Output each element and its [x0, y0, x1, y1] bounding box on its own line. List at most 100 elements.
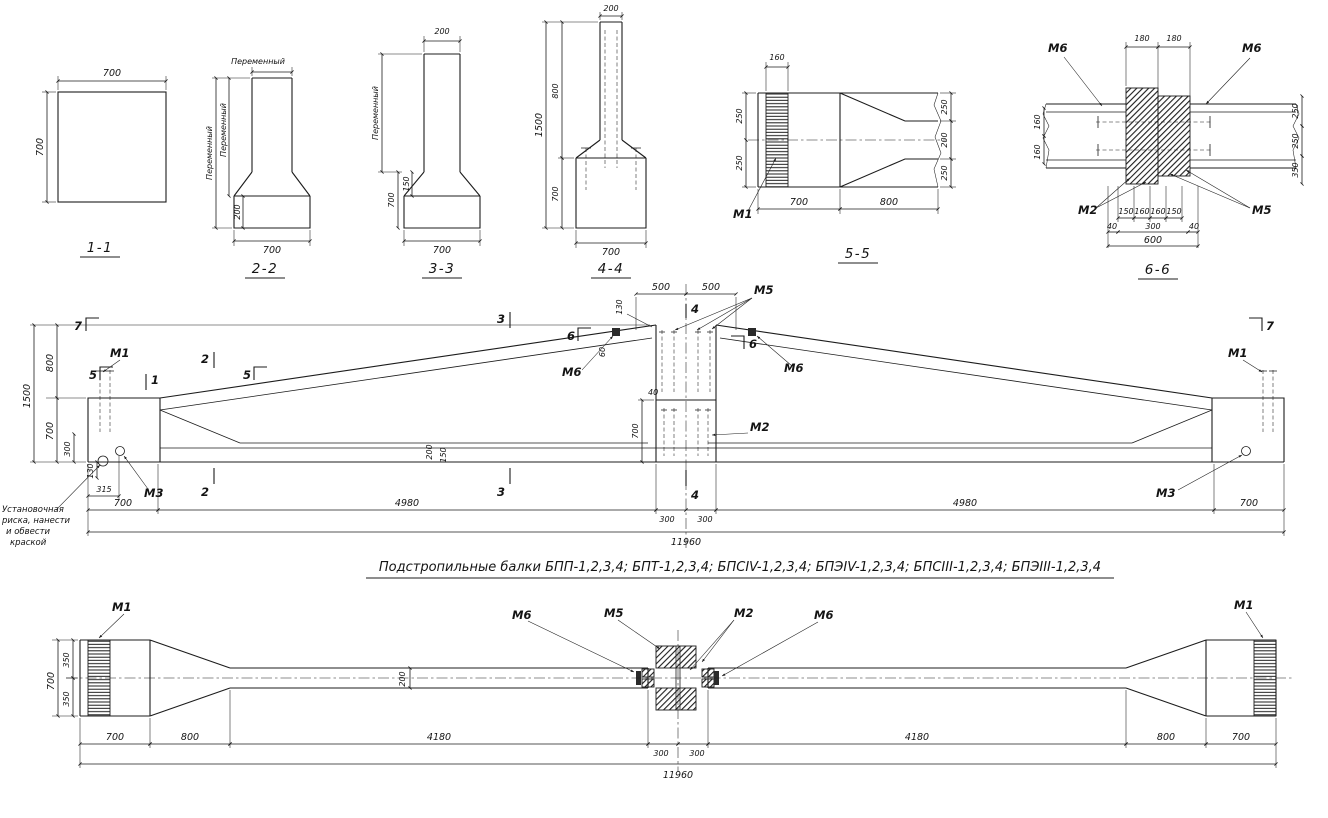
- sec2-left-inner: Переменный: [219, 103, 228, 157]
- elev-dim-500r: 500: [702, 282, 720, 293]
- plan-dim-b800l: 800: [181, 732, 199, 743]
- elev-cut7-right: 7: [1266, 319, 1274, 333]
- plan-joint-bolt: [701, 678, 715, 688]
- plan-dim-b700l: 700: [106, 732, 124, 743]
- sec6-dim-g3: 40: [1189, 222, 1199, 231]
- elev-m2-label: М2: [750, 420, 769, 434]
- sec4-dim-top: 200: [603, 4, 618, 13]
- elev-dim-b300r: 300: [697, 515, 712, 524]
- plan-dim-700: 700: [46, 672, 57, 690]
- plan-dim-b4180l: 4180: [427, 732, 451, 743]
- elev-m3-left-anchor: [115, 446, 125, 456]
- plan-dim-350a: 350: [62, 652, 71, 667]
- elev-m3-right-anchor: [1241, 446, 1251, 456]
- elev-dim-tip130: 130: [615, 299, 624, 314]
- sec6-m6-right-label: М6: [1242, 41, 1261, 55]
- sec4-dim-upper: 800: [551, 83, 560, 98]
- elev-dim-joint700: 700: [631, 423, 640, 438]
- sec1-caption: 1-1: [87, 240, 114, 256]
- sec6-dim-sp4: 150: [1166, 207, 1181, 216]
- sec2-foot-dim: 200: [233, 204, 242, 219]
- sec4-profile: [575, 21, 647, 229]
- section-4-4: 200 1500 800 700 700 4-4: [534, 4, 648, 279]
- sec6-break-right: [1292, 103, 1300, 169]
- sec5-dim-b2: 800: [880, 197, 898, 208]
- elev-dim-b4980r: 4980: [953, 498, 977, 509]
- beam-elevation: М1 М1 М3 М3 7 7 5 5 6 6 1 2 2 3 3 4 4 13…: [1, 282, 1286, 548]
- sec2-top-label: Переменный: [231, 57, 285, 66]
- plan-dim-total: 11960: [663, 770, 693, 781]
- elev-dim-b300l: 300: [659, 515, 674, 524]
- elev-setting-mark: [97, 455, 109, 467]
- sec5-dim-b1: 700: [790, 197, 808, 208]
- elev-note-line3: и обвести: [6, 527, 51, 537]
- plan-joint-bolt: [641, 668, 655, 678]
- sec6-dim-g1: 40: [1107, 222, 1117, 231]
- sec4-dim-lower: 700: [551, 186, 560, 201]
- sec6-dim-r1: 250: [1291, 103, 1300, 118]
- sec6-dim-l2: 160: [1033, 144, 1042, 159]
- sec5-m1-label: М1: [733, 207, 752, 221]
- sec5-break-line: [933, 92, 942, 188]
- plan-dim-b4180r: 4180: [905, 732, 929, 743]
- elev-m3-right-label: М3: [1156, 486, 1175, 500]
- sec4-caption: 4-4: [598, 261, 625, 277]
- sec6-flanges: [1046, 103, 1296, 169]
- elev-dim-800: 800: [45, 354, 56, 372]
- elev-cut6-left: 6: [567, 329, 575, 343]
- sec6-m2-label: М2: [1078, 203, 1097, 217]
- elev-cut3-top: 3: [497, 312, 505, 326]
- sec3-left-var: Переменный: [371, 86, 380, 140]
- sec1-dim-left: 700: [35, 138, 46, 156]
- sec3-dim-bottom: 700: [433, 245, 451, 256]
- sec5-dim-left2: 250: [735, 155, 744, 170]
- elev-m6-right-label: М6: [784, 361, 803, 375]
- elev-cut5-a: 5: [89, 368, 97, 382]
- elev-cut4-top: 4: [690, 302, 699, 316]
- elev-m1-left-label: М1: [110, 346, 129, 360]
- elev-note-line2: риска, нанести: [1, 516, 71, 526]
- plan-dim-200: 200: [398, 671, 407, 686]
- elev-dim-700: 700: [45, 422, 56, 440]
- sec5-caption: 5-5: [845, 246, 872, 262]
- plan-joint-bolt: [641, 678, 655, 688]
- sec5-dim-left1: 250: [735, 108, 744, 123]
- sec2-dim-bottom: 700: [263, 245, 281, 256]
- sec6-dim-t2: 180: [1166, 34, 1181, 43]
- elev-cut2-top: 2: [201, 352, 209, 366]
- elev-m5-label: М5: [754, 283, 773, 297]
- elev-m6-left-label: М6: [562, 365, 581, 379]
- sec1-dim-top: 700: [103, 68, 121, 79]
- sec6-caption: 6-6: [1145, 262, 1172, 278]
- elev-note-line4: краской: [10, 538, 47, 548]
- elev-dim-500l: 500: [652, 282, 670, 293]
- sec6-dim-l1: 160: [1033, 114, 1042, 129]
- section-1-1: 700 700 1-1: [35, 68, 168, 258]
- elev-cut6-right: 6: [749, 337, 757, 351]
- sec6-dim-sp2: 160: [1134, 207, 1149, 216]
- plan-m6-left-label: М6: [512, 608, 531, 622]
- plan-dim-b300l: 300: [653, 749, 668, 758]
- section-6-6: 180 180 М6 М6 160 160 250 250 350 М2 М5 …: [1033, 34, 1304, 280]
- plan-dim-b700r: 700: [1232, 732, 1250, 743]
- sec3-profile: [403, 53, 481, 229]
- elev-dim-315: 315: [96, 485, 111, 494]
- section-3-3: 200 Переменный 700 150 700 3-3: [371, 27, 482, 279]
- elev-dim-60: 60: [598, 347, 607, 357]
- elev-m6-left-plate: [612, 328, 620, 336]
- sec6-dim-r3: 350: [1291, 162, 1300, 177]
- sec6-dim-sp1: 150: [1118, 207, 1133, 216]
- sec5-dim-right1: 250: [940, 99, 949, 114]
- sec6-joint-block: [1125, 87, 1159, 185]
- sec6-dim-total: 600: [1144, 235, 1162, 246]
- plan-dim-b800r: 800: [1157, 732, 1175, 743]
- sec6-m6-left-label: М6: [1048, 41, 1067, 55]
- drawing-title: Подстропильные балки БПП-1,2,3,4; БПТ-1,…: [366, 560, 1114, 579]
- elev-dim-40: 40: [648, 388, 658, 397]
- elev-dim-200: 200: [425, 444, 434, 459]
- plan-m2-label: М2: [734, 606, 753, 620]
- sec3-caption: 3-3: [429, 261, 456, 277]
- elev-dim-300: 300: [63, 441, 72, 456]
- elev-note-line1: Установочная: [2, 505, 64, 515]
- sec6-dim-sp3: 160: [1150, 207, 1165, 216]
